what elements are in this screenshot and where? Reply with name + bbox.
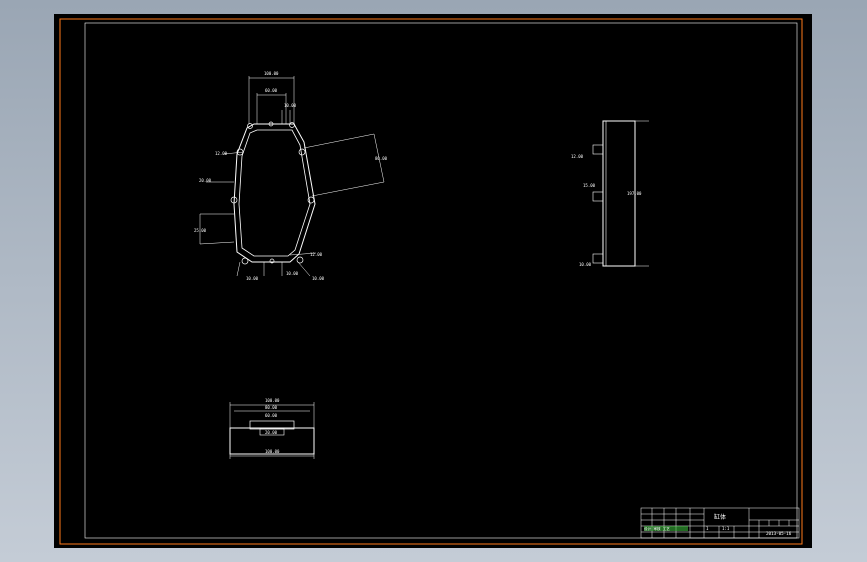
title-block-green-cell	[644, 526, 688, 531]
title-block-date: 2013-05-16	[766, 531, 792, 536]
dim-bottom-small: 20.00	[265, 430, 278, 435]
dim-bottom-mid: 80.00	[265, 405, 278, 410]
dim-front-left-2: 20.00	[199, 178, 212, 183]
sheet-outer-border	[59, 18, 803, 545]
dim-front-top-small: 10.00	[284, 103, 297, 108]
bottom-view-dimensions: 100.00 80.00 60.00 20.00 100.00	[265, 398, 280, 454]
dim-front-bottom-1: 10.00	[246, 276, 259, 281]
dim-front-left-1: 12.00	[215, 151, 228, 156]
dim-front-top-outer: 100.00	[264, 71, 279, 76]
dim-bottom-top: 100.00	[265, 398, 280, 403]
dim-side-3: 10.00	[579, 262, 592, 267]
dim-side-2: 15.00	[583, 183, 596, 188]
dim-front-right: 80.00	[375, 156, 388, 161]
drawing-sheet: 100.00 60.00 10.00 12.00 20.00 25.00 80.…	[59, 18, 803, 545]
bolt-holes	[230, 121, 315, 265]
title-block-sheet: 1	[706, 526, 709, 531]
bottom-view-body	[229, 427, 315, 455]
front-view-inner-contour	[238, 129, 311, 257]
front-view-dimensions: 100.00 60.00 10.00 12.00 20.00 25.00 80.…	[194, 71, 388, 281]
side-view-dimensions: 12.00 15.00 10.00 197.00	[571, 154, 642, 267]
dim-side-height: 197.00	[627, 191, 642, 196]
dim-front-bottom-4: 12.00	[310, 252, 323, 257]
dim-side-1: 12.00	[571, 154, 584, 159]
bottom-view	[229, 402, 315, 459]
dim-front-bottom-2: 10.00	[286, 271, 299, 276]
title-block-row-left: 设计 审核 工艺	[644, 526, 670, 531]
title-block-scale: 1:1	[722, 526, 730, 531]
front-view-outer-contour	[233, 123, 316, 263]
front-view	[199, 76, 385, 277]
dim-bottom-base: 100.00	[265, 449, 280, 454]
dim-front-left-3: 25.00	[194, 228, 207, 233]
dim-front-top-inner: 60.00	[265, 88, 278, 93]
sheet-inner-border	[84, 22, 798, 539]
dim-front-bottom-3: 10.00	[312, 276, 325, 281]
title-block-name: 缸体	[714, 513, 726, 521]
side-view	[592, 120, 649, 267]
cad-drawing-viewport[interactable]: 100.00 60.00 10.00 12.00 20.00 25.00 80.…	[54, 14, 812, 548]
dim-bottom-inner: 60.00	[265, 413, 278, 418]
